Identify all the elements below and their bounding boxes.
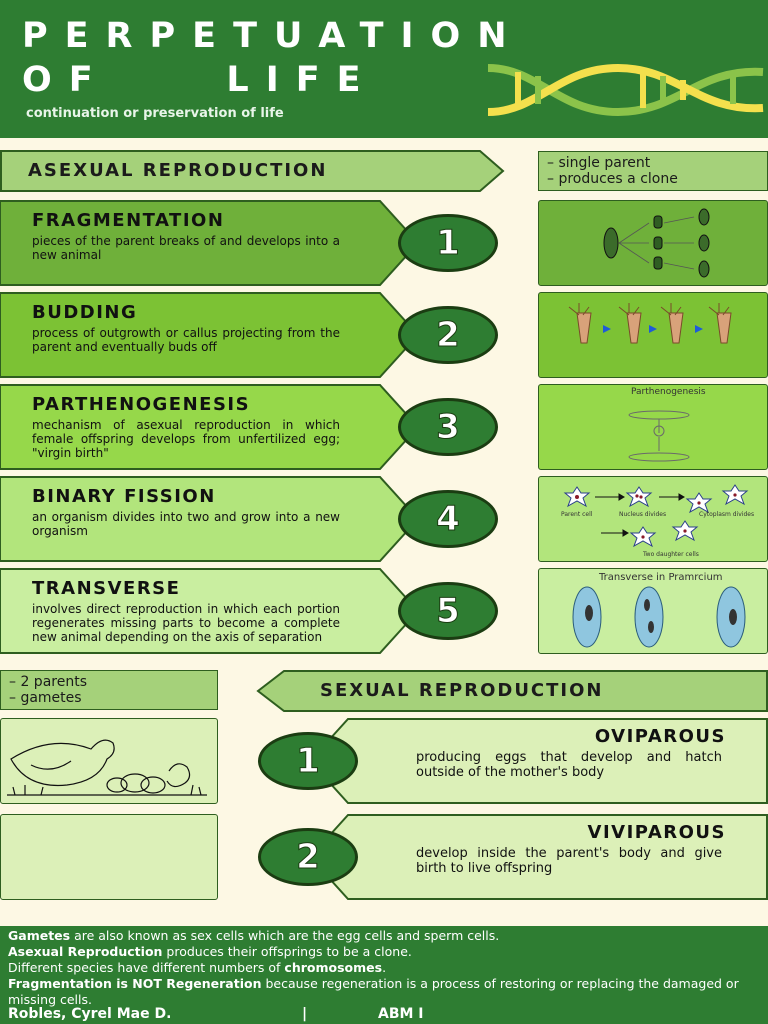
asexual-item-panel	[0, 292, 420, 378]
asexual-item: PARTHENOGENESIS mechanism of asexual rep…	[0, 384, 498, 470]
sexual-notes: – 2 parents – gametes	[0, 670, 218, 710]
asexual-item-description: mechanism of asexual reproduction in whi…	[32, 418, 340, 460]
class-section: ABM I	[378, 1006, 424, 1022]
asexual-title: ASEXUAL REPRODUCTION	[28, 160, 328, 181]
asexual-item-panel	[0, 568, 420, 654]
sexual-item-description: producing eggs that develop and hatch ou…	[416, 750, 722, 780]
sexual-item-number: 1	[258, 732, 358, 790]
parthenogenesis-caption: Parthenogenesis	[631, 387, 706, 397]
sexual-item-description: develop inside the parent's body and giv…	[416, 846, 722, 876]
hen-icon	[7, 739, 207, 796]
asexual-item-title: BINARY FISSION	[32, 486, 216, 507]
asexual-item-panel	[0, 384, 420, 470]
sexual-note-1: – 2 parents	[9, 674, 87, 690]
transverse-image: Transverse in Pramrcium	[538, 568, 768, 654]
sexual-banner	[256, 670, 768, 712]
binary-label-daughters: Two daughter cells	[643, 551, 699, 558]
transverse-caption: Transverse in Pramrcium	[599, 572, 723, 583]
asexual-item-number: 2	[398, 306, 498, 364]
sexual-title: SEXUAL REPRODUCTION	[320, 680, 604, 701]
asexual-notes: – single parent – produces a clone	[538, 151, 768, 191]
asexual-item-number: 5	[398, 582, 498, 640]
viviparous-image	[0, 814, 218, 900]
page-title-line1: PERPETUATION	[22, 16, 524, 56]
asexual-item-panel	[0, 200, 420, 286]
binary-label-parent: Parent cell	[561, 511, 593, 518]
sexual-item-title: OVIPAROUS	[594, 726, 726, 747]
footer-line-3: Different species have different numbers…	[8, 960, 387, 975]
binary-fission-image: Parent cell Nucleus divides Cytoplasm di…	[538, 476, 768, 562]
asexual-item-panel	[0, 476, 420, 562]
asexual-item-number: 3	[398, 398, 498, 456]
binary-label-nucleus: Nucleus divides	[619, 511, 667, 518]
asexual-item-description: process of outgrowth or callus projectin…	[32, 326, 340, 354]
asexual-item: TRANSVERSE involves direct reproduction …	[0, 568, 498, 654]
asexual-item-title: PARTHENOGENESIS	[32, 394, 251, 415]
credit-separator: |	[302, 1006, 308, 1022]
sexual-item-number: 2	[258, 828, 358, 886]
asexual-item-title: FRAGMENTATION	[32, 210, 225, 231]
budding-image	[538, 292, 768, 378]
page-subtitle: continuation or preservation of life	[26, 106, 284, 121]
footer-line-2: Asexual Reproduction produces their offs…	[8, 944, 412, 959]
asexual-item-number: 1	[398, 214, 498, 272]
asexual-item-description: an organism divides into two and grow in…	[32, 510, 340, 538]
asexual-item-number: 4	[398, 490, 498, 548]
sexual-item: 1 OVIPAROUS producing eggs that develop …	[256, 718, 768, 804]
asexual-item-description: involves direct reproduction in which ea…	[32, 602, 340, 644]
sexual-item: 2 VIVIPAROUS develop inside the parent's…	[256, 814, 768, 900]
asexual-item: BUDDING process of outgrowth or callus p…	[0, 292, 498, 378]
sexual-item-title: VIVIPAROUS	[587, 822, 726, 843]
sexual-note-2: – gametes	[9, 690, 82, 706]
asexual-item: FRAGMENTATION pieces of the parent break…	[0, 200, 498, 286]
footer-line-1: Gametes are also known as sex cells whic…	[8, 928, 500, 943]
asexual-item-title: TRANSVERSE	[32, 578, 181, 599]
asexual-item: BINARY FISSION an organism divides into …	[0, 476, 498, 562]
binary-label-cytoplasm: Cytoplasm divides	[699, 511, 755, 518]
parthenogenesis-image: Parthenogenesis	[538, 384, 768, 470]
dna-helix-icon	[487, 63, 764, 117]
footer-notes: Gametes are also known as sex cells whic…	[0, 926, 768, 1024]
fragmentation-image	[538, 200, 768, 286]
asexual-item-description: pieces of the parent breaks of and devel…	[32, 234, 340, 262]
author-name: Robles, Cyrel Mae D.	[8, 1006, 172, 1022]
asexual-item-title: BUDDING	[32, 302, 138, 323]
asexual-note-1: – single parent	[547, 155, 651, 171]
asexual-banner	[0, 150, 505, 192]
page-title-line2: OF LIFE	[22, 60, 378, 100]
asexual-note-2: – produces a clone	[547, 171, 678, 187]
oviparous-image	[0, 718, 218, 804]
footer-line-4: Fragmentation is NOT Regeneration becaus…	[8, 976, 739, 1007]
